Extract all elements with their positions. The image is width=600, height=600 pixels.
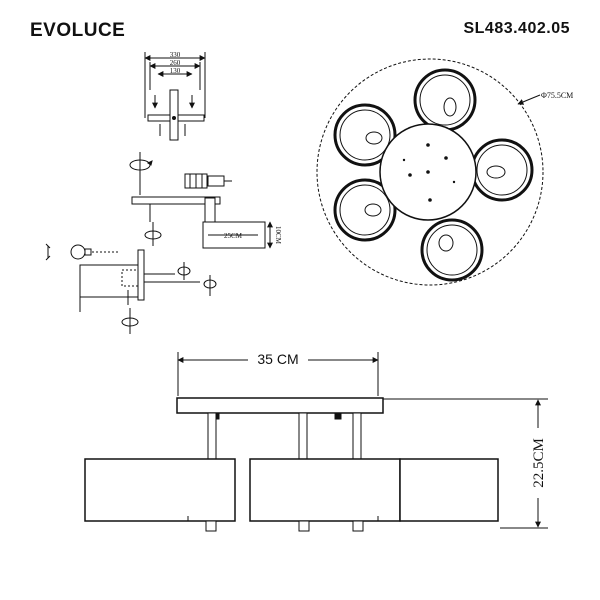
rotate-arrow-icon [121, 308, 139, 334]
model-number: SL483.402.05 [463, 20, 570, 37]
shade-length-label: 25CM [224, 232, 243, 240]
shade-diameter-label: 10CM [274, 226, 282, 245]
plate-fixing [334, 412, 342, 420]
side-shade-detail [202, 197, 273, 249]
lamp-head-top [470, 138, 534, 202]
canopy-screws [402, 143, 456, 202]
mounting-bracket [147, 89, 205, 141]
ceiling-plate [176, 397, 384, 414]
diameter-leader [517, 94, 541, 105]
side-height-label: 22.5CM [531, 438, 547, 488]
rotate-arrow-icon [203, 275, 217, 296]
exploded-view: 330 260 130 [45, 51, 282, 334]
lamp-head-top [333, 103, 397, 167]
lamp-shade-right [399, 458, 499, 522]
bulb-icon [45, 243, 118, 261]
shade-joint [298, 520, 310, 532]
lamp-head-assembly [79, 249, 200, 312]
dim-label-260: 260 [170, 59, 181, 67]
shade-joint [205, 520, 217, 532]
rotate-arrow-icon [129, 152, 153, 195]
dim-label-130: 130 [170, 67, 181, 75]
lamp-head-top [333, 178, 397, 242]
lamp-shade-left [84, 458, 236, 522]
rotate-arrow-icon [144, 222, 162, 246]
support-rod [352, 412, 362, 460]
top-diameter-label: Φ75.5CM [541, 91, 573, 100]
top-view [316, 58, 544, 286]
brand-title: EVOLUCE [30, 20, 126, 41]
outer-diameter-circle [316, 58, 544, 286]
lamp-head-top [420, 218, 484, 282]
lamp-head-top [413, 68, 477, 132]
shade-joint [352, 520, 364, 532]
terminal-block-icon [184, 173, 232, 189]
canopy-plate [131, 196, 221, 205]
side-width-label: 35 CM [257, 351, 298, 367]
support-rod [207, 412, 217, 460]
mounting-plate-dimensions [144, 52, 206, 118]
lamp-shade-center [249, 458, 401, 522]
support-rod [298, 412, 308, 460]
dim-label-330: 330 [170, 51, 181, 59]
side-view [84, 352, 548, 532]
rotate-arrow-icon [177, 262, 191, 280]
